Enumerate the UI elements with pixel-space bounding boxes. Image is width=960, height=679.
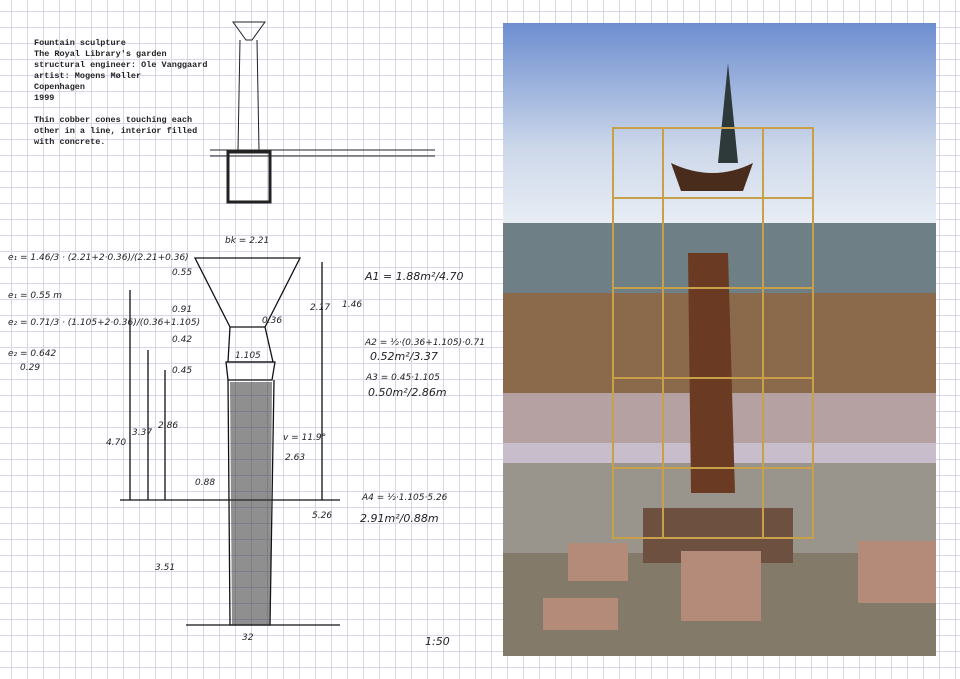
formula: 0.29 [20,363,40,373]
dim: 2.17 [310,303,330,313]
dim: 1.105 [235,351,261,361]
dim: 1.46 [342,300,362,310]
dim: 2.86 [158,421,178,431]
desc-line: Thin cobber cones touching each [34,115,193,125]
desc-line: The Royal Library's garden [34,49,167,59]
desc-line: Copenhagen [34,82,86,92]
desc-line: 1999 [34,93,55,103]
desc-line: Fountain sculpture [34,38,126,48]
desc-line: structural engineer: Ole Vanggaard [34,60,208,70]
note-a2: A2 = ½·(0.36+1.105)·0.71 [364,338,485,348]
dim: 0.45 [172,366,192,376]
photo-illustration [503,63,936,656]
note-a3b: 0.50m²/2.86m [368,386,447,399]
dim: 3.37 [132,428,152,438]
formula: e₂ = 0.71/3 · (1.105+2·0.36)/(0.36+1.105… [8,318,200,328]
dim: 2.63 [285,453,305,463]
dim: 32 [242,633,254,643]
elevation-drawing [210,21,435,204]
dim: 0.55 [172,268,192,278]
dim: 0.42 [172,335,192,345]
project-description: Fountain sculpture The Royal Library's g… [34,38,207,148]
note-a3: A3 = 0.45·1.105 [365,373,440,383]
note-top: bk = 2.21 [225,236,269,246]
dim: 0.91 [172,305,192,315]
dim: 3.51 [155,563,175,573]
note-angle: v = 11.9° [283,433,326,443]
scale-label: 1:50 [425,635,450,648]
structural-sketch: bk = 2.21 A1 = 1.88m²/4.70 A2 = ½·(0.36+… [8,21,485,648]
desc-line: artist: Mogens Møller [34,71,142,81]
note-a4b: 2.91m²/0.88m [360,512,439,525]
dim: 5.26 [312,511,332,521]
dim: 0.88 [195,478,215,488]
note-a2b: 0.52m²/3.37 [370,350,438,363]
desc-line: with concrete. [34,137,106,147]
hatched-column [230,382,272,625]
note-a4: A4 = ½·1.105·5.26 [361,493,448,503]
formula: e₂ = 0.642 [8,349,56,359]
fountain-photo [503,23,936,656]
formula: e₁ = 0.55 m [8,291,62,301]
dim: 0.36 [262,316,282,326]
note-a1: A1 = 1.88m²/4.70 [364,270,464,283]
formula: e₁ = 1.46/3 · (2.21+2·0.36)/(2.21+0.36) [8,253,189,263]
dim: 4.70 [106,438,126,448]
desc-line: other in a line, interior filled [34,126,198,136]
